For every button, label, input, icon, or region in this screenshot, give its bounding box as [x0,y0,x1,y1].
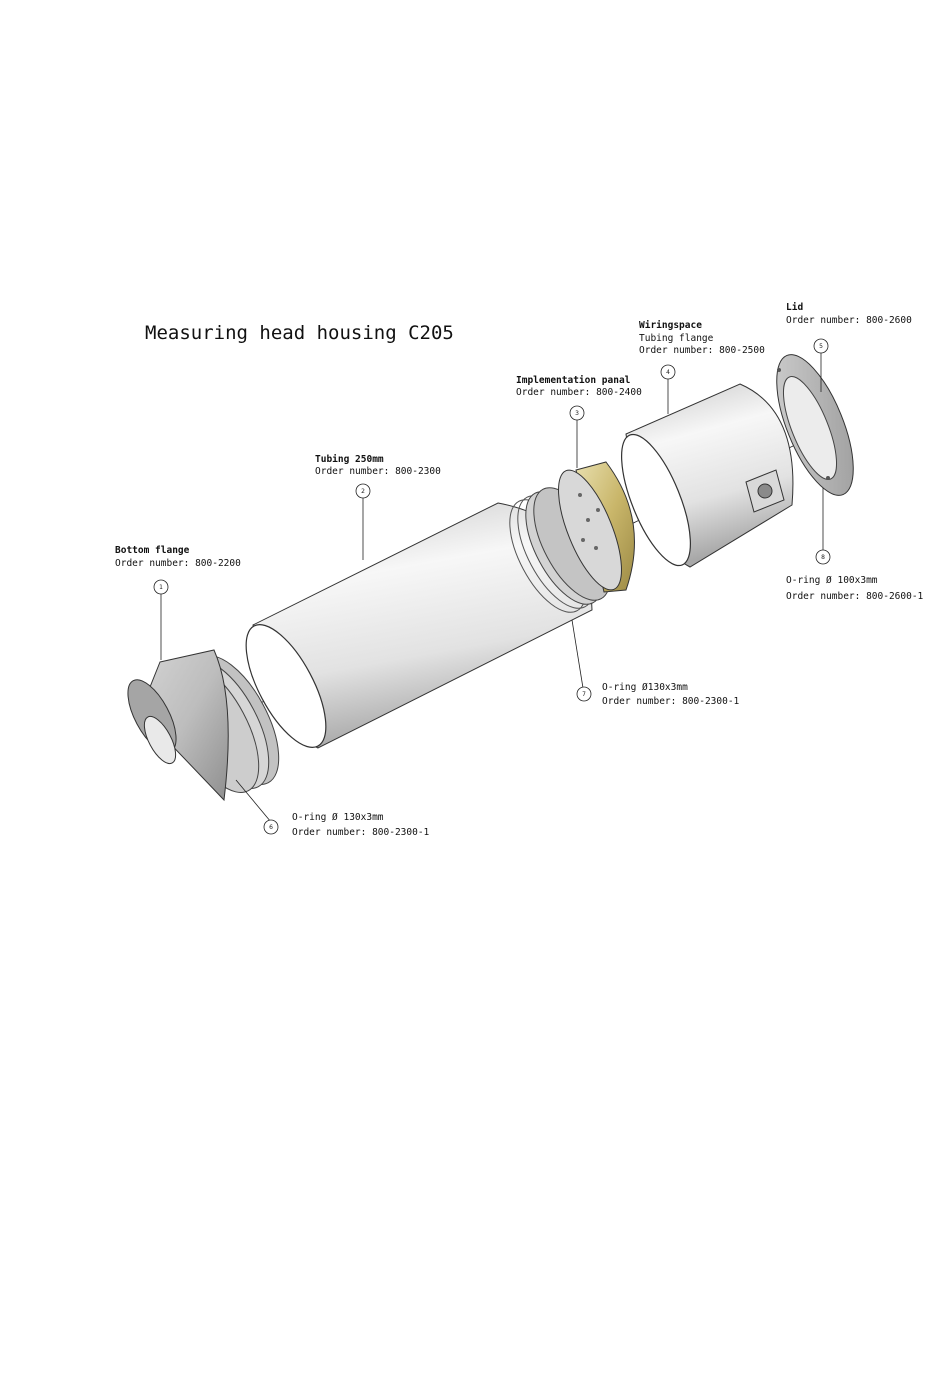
svg-text:Lid: Lid [786,302,803,313]
svg-text:O-ring Ø 100x3mm: O-ring Ø 100x3mm [786,575,878,586]
svg-text:Order number: 800-2400: Order number: 800-2400 [516,387,642,398]
label-oring-6: O-ring Ø 130x3mm Order number: 800-2300-… [292,812,430,838]
svg-text:Implementation panal: Implementation panal [516,375,631,386]
svg-text:1: 1 [159,584,163,591]
svg-text:Tubing flange: Tubing flange [639,333,714,344]
label-lid: Lid Order number: 800-2600 [786,302,912,326]
balloon-4: 4 [660,364,676,380]
svg-text:2: 2 [361,488,365,495]
svg-text:Order number: 800-2600-1: Order number: 800-2600-1 [786,591,924,602]
svg-text:Order number: 800-2300-1: Order number: 800-2300-1 [292,827,430,838]
svg-text:5: 5 [819,343,823,350]
label-oring-8: O-ring Ø 100x3mm Order number: 800-2600-… [786,575,924,602]
svg-text:Order number: 800-2300: Order number: 800-2300 [315,466,441,477]
label-wiringspace: Wiringspace Tubing flange Order number: … [639,320,765,356]
balloon-1: 1 [153,579,169,595]
label-implementation-panel: Implementation panal Order number: 800-2… [516,375,642,398]
svg-text:6: 6 [269,824,273,831]
svg-text:4: 4 [666,369,670,376]
implementation-panel-part [558,461,635,593]
balloon-5: 5 [813,338,829,354]
svg-text:8: 8 [821,554,825,561]
svg-text:Bottom flange: Bottom flange [115,545,190,556]
svg-text:Tubing 250mm: Tubing 250mm [315,454,384,465]
svg-text:O-ring Ø130x3mm: O-ring Ø130x3mm [602,682,688,693]
svg-text:O-ring Ø 130x3mm: O-ring Ø 130x3mm [292,812,384,823]
label-oring-7: O-ring Ø130x3mm Order number: 800-2300-1 [602,682,740,707]
balloon-8: 8 [815,549,831,565]
svg-text:7: 7 [582,691,586,698]
wiringspace-part [621,383,794,568]
bottom-flange-part [127,649,280,802]
svg-text:Wiringspace: Wiringspace [639,320,702,331]
svg-text:3: 3 [575,410,579,417]
svg-text:Order number: 800-2600: Order number: 800-2600 [786,315,912,326]
svg-text:Order number: 800-2200: Order number: 800-2200 [115,558,241,569]
drawing-title: Measuring head housing C205 [145,322,454,344]
svg-text:Order number: 800-2500: Order number: 800-2500 [639,345,765,356]
label-bottom-flange: Bottom flange Order number: 800-2200 [115,545,241,569]
leader-7 [571,619,584,689]
balloon-2: 2 [355,483,371,499]
label-tubing: Tubing 250mm Order number: 800-2300 [315,454,441,477]
svg-text:Order number: 800-2300-1: Order number: 800-2300-1 [602,696,740,707]
balloon-3: 3 [569,405,585,421]
balloon-6: 6 [263,819,279,835]
lid-part [776,354,854,496]
balloon-7: 7 [576,686,592,702]
leader-6 [235,779,272,823]
